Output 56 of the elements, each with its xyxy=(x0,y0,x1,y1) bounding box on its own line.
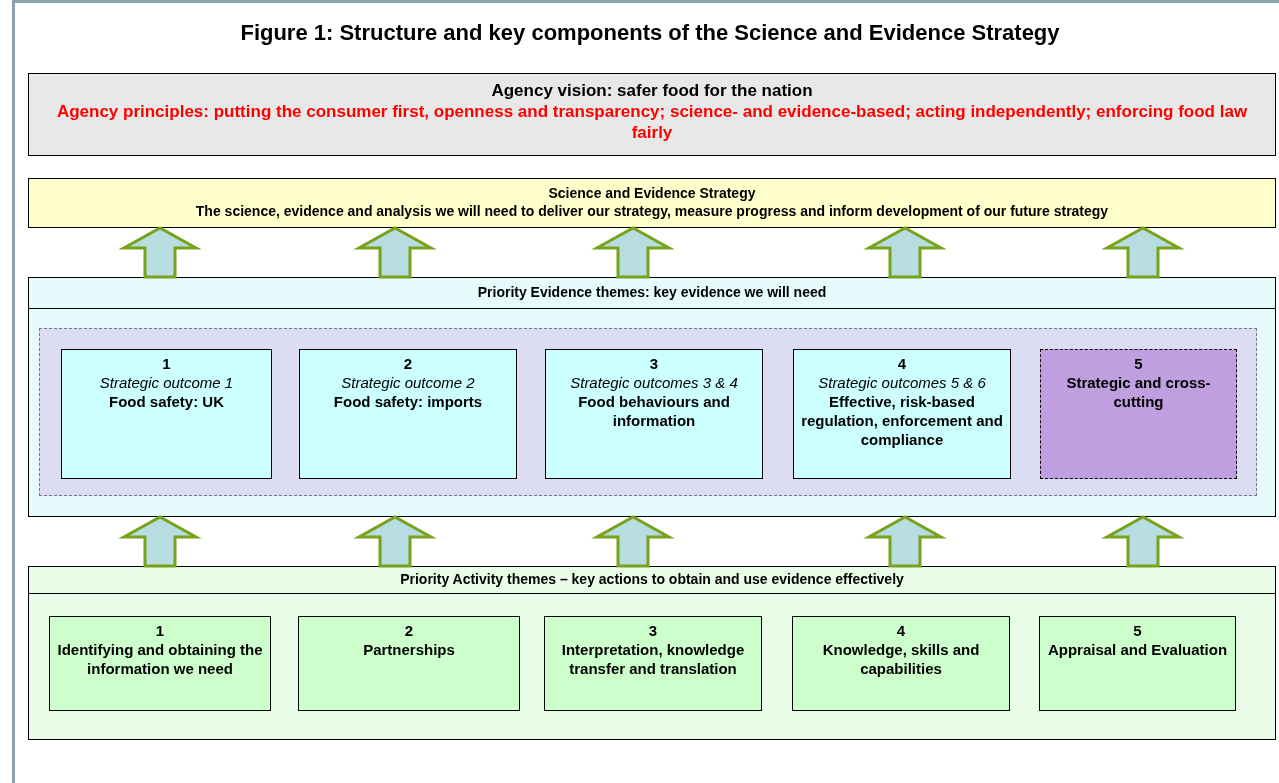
theme-title: Food behaviours and information xyxy=(577,392,731,430)
theme-title: Effective, risk-based regulation, enforcement and compliance xyxy=(800,392,1004,449)
activity-box xyxy=(298,616,520,711)
outcome-text: Strategic outcome 1 xyxy=(98,373,235,392)
theme-title: Food safety: UK xyxy=(108,392,225,411)
themes-group-box xyxy=(39,328,1257,496)
theme-number: 2 xyxy=(403,621,415,640)
outcome-text: Strategic outcomes 5 & 6 xyxy=(817,373,987,392)
block-arrow xyxy=(1101,515,1185,568)
principles-text: Agency principles: putting the consumer first, openness and transparency; science- and evidence-based; acting independently; enforcing food law fairly xyxy=(55,101,1249,143)
theme-number: 1 xyxy=(154,621,166,640)
block-arrow xyxy=(863,515,947,568)
panel-heading: Priority Evidence themes: key evidence we will need xyxy=(476,283,828,301)
theme-number: 4 xyxy=(895,621,907,640)
activity-title: Partnerships xyxy=(362,640,456,659)
activity-box xyxy=(1039,616,1236,711)
outcome-text: Strategic outcome 2 xyxy=(340,373,476,392)
block-arrow xyxy=(353,226,437,279)
theme-title: Food safety: imports xyxy=(332,392,484,411)
strategy-box xyxy=(28,178,1276,228)
theme-number: 4 xyxy=(896,354,908,373)
activity-themes-panel xyxy=(28,566,1276,740)
block-arrow xyxy=(863,226,947,279)
theme-number: 3 xyxy=(647,621,659,640)
theme-number: 5 xyxy=(1132,621,1143,640)
evidence-themes-panel xyxy=(28,277,1276,517)
block-arrow xyxy=(591,515,675,568)
theme-box xyxy=(793,349,1011,479)
vision-heading: Agency vision: safer food for the nation xyxy=(490,80,814,101)
activity-title: Appraisal and Evaluation xyxy=(1046,640,1229,659)
activity-box xyxy=(544,616,762,711)
activity-title: Knowledge, skills and capabilities xyxy=(821,640,981,678)
theme-box xyxy=(545,349,763,479)
theme-box xyxy=(1040,349,1237,479)
activity-title: Identifying and obtaining the information we need xyxy=(56,640,264,678)
activity-box xyxy=(49,616,271,711)
outcome-text: Strategic outcomes 3 & 4 xyxy=(569,373,739,392)
theme-number: 5 xyxy=(1133,354,1144,373)
theme-number: 3 xyxy=(648,354,660,373)
block-arrow xyxy=(353,515,437,568)
activity-box xyxy=(792,616,1010,711)
block-arrow xyxy=(1101,226,1185,279)
theme-title: Strategic and cross-cutting xyxy=(1065,373,1212,411)
theme-number: 1 xyxy=(161,354,172,373)
block-arrow xyxy=(591,226,675,279)
figure-title: Figure 1: Structure and key components of the Science and Evidence Strategy xyxy=(239,20,1061,46)
activity-title: Interpretation, knowledge transfer and translation xyxy=(560,640,746,678)
block-arrow xyxy=(118,226,202,279)
block-arrow xyxy=(118,515,202,568)
vision-box xyxy=(28,73,1276,156)
theme-box xyxy=(299,349,517,479)
strategy-heading: Science and Evidence Strategy xyxy=(547,184,757,202)
panel-heading: Priority Activity themes – key actions to obtain and use evidence effectively xyxy=(399,570,905,588)
strategy-description: The science, evidence and analysis we will need to deliver our strategy, measure progress and inform development of our future strategy xyxy=(194,202,1110,220)
theme-box xyxy=(61,349,272,479)
theme-number: 2 xyxy=(402,354,414,373)
